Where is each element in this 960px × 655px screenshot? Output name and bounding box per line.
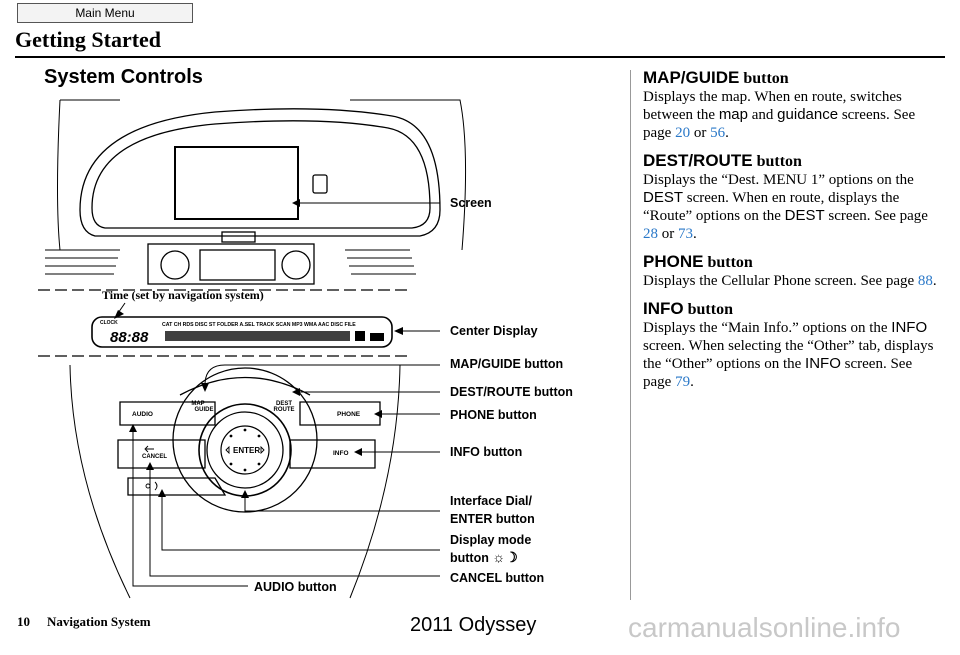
display-mode-label-line2: button ☼☽ [450, 549, 518, 566]
key-term: INFO [891, 319, 928, 336]
guide-key-label: GUIDE [194, 407, 213, 413]
phone-description: Displays the Cellular Phone screen. See … [643, 272, 943, 290]
text: Displays the “Dest. MENU 1” options on t… [643, 172, 914, 188]
text: . [693, 226, 697, 242]
info-heading: INFO button [643, 299, 943, 319]
text: screen. When selecting the “Other” tab, … [643, 338, 934, 372]
enter-key-label: ENTER [233, 446, 260, 455]
page-link[interactable]: 28 [643, 226, 658, 242]
watermark: carmanualsonline.info [628, 612, 901, 643]
text: screen. When en route, displays the “Rou… [643, 190, 900, 224]
screen-label: Screen [450, 196, 492, 210]
audio-key-label: AUDIO [132, 411, 153, 418]
map-key-label: MAP [191, 401, 204, 407]
route-key-label: ROUTE [274, 407, 295, 413]
dial-label-line2: ENTER button [450, 512, 535, 526]
heading-text: MAP/GUIDE [643, 68, 740, 87]
display-mode-label-line1: Display mode [450, 533, 532, 547]
info-label: INFO button [450, 445, 523, 459]
audio-label: AUDIO button [254, 580, 337, 594]
display-mode-text: button [450, 551, 489, 565]
heading-suffix: button [703, 254, 753, 271]
key-term: DEST [784, 207, 825, 224]
footer-title: Navigation System [47, 614, 151, 629]
model-name: 2011 Odyssey [410, 614, 537, 636]
phone-label: PHONE button [450, 408, 537, 422]
key-term: guidance [777, 106, 839, 123]
clock-label: CLOCK [100, 320, 118, 326]
text: . [932, 273, 937, 289]
page-link[interactable]: 88 [917, 273, 933, 289]
info-description: Displays the “Main Info.” options on the… [643, 319, 943, 391]
map-guide-description: Displays the map. When en route, switche… [643, 88, 943, 142]
indicator-text: CAT CH RDS DISC ST FOLDER A.SEL TRACK SC… [162, 322, 356, 328]
heading-text: PHONE [643, 252, 704, 271]
text: Displays the Cellular Phone screen. See … [643, 273, 918, 289]
main-menu-button[interactable]: Main Menu [17, 3, 193, 23]
cancel-key-label: CANCEL [142, 454, 167, 460]
page-link[interactable]: 73 [678, 226, 693, 242]
brightness-icon: ☼☽ [492, 549, 518, 565]
dial-label-line1: Interface Dial/ [450, 494, 532, 508]
title-divider [15, 56, 945, 58]
text: and [748, 107, 778, 123]
dest-route-label: DEST/ROUTE button [450, 385, 573, 399]
key-term: DEST [643, 189, 684, 206]
heading-suffix: button [683, 301, 733, 318]
page-link[interactable]: 56 [710, 125, 726, 141]
map-guide-label: MAP/GUIDE button [450, 357, 564, 371]
phone-key-label: PHONE [337, 411, 361, 418]
heading-text: INFO [643, 299, 684, 318]
center-display-label: Center Display [450, 324, 538, 338]
time-label: Time (set by navigation system) [102, 288, 264, 302]
dest-route-heading: DEST/ROUTE button [643, 151, 943, 171]
text: . [725, 125, 729, 141]
text: screens. See page [643, 107, 916, 141]
time-readout: 88:88 [110, 329, 149, 346]
info-key-label: INFO [333, 450, 349, 457]
text: or [658, 226, 678, 242]
page-link[interactable]: 20 [675, 125, 691, 141]
dest-route-description: Displays the “Dest. MENU 1” options on t… [643, 171, 943, 243]
map-guide-heading: MAP/GUIDE button [643, 68, 943, 88]
section-heading: System Controls [44, 66, 203, 88]
heading-suffix: button [739, 70, 789, 87]
heading-text: DEST/ROUTE [643, 151, 753, 170]
page-title: Getting Started [15, 27, 162, 52]
column-divider [630, 70, 631, 600]
page-number: 10 [17, 614, 30, 629]
text: or [690, 125, 711, 141]
phone-heading: PHONE button [643, 252, 943, 272]
dest-key-label: DEST [276, 401, 292, 407]
cancel-label: CANCEL button [450, 571, 545, 585]
key-term: INFO [805, 355, 841, 372]
text: screen. See page [824, 208, 928, 224]
control-panel-illustration: CLOCK 88:88 CAT CH RDS DISC ST FOLDER A.… [38, 99, 467, 599]
text: . [690, 374, 694, 390]
heading-suffix: button [752, 153, 802, 170]
text: Displays the map. When en route, switche… [643, 89, 902, 123]
text: screen. See page [643, 356, 913, 390]
key-term: map [718, 106, 748, 123]
text: Displays the “Main Info.” options on the [643, 320, 892, 336]
page-link[interactable]: 79 [675, 374, 691, 390]
